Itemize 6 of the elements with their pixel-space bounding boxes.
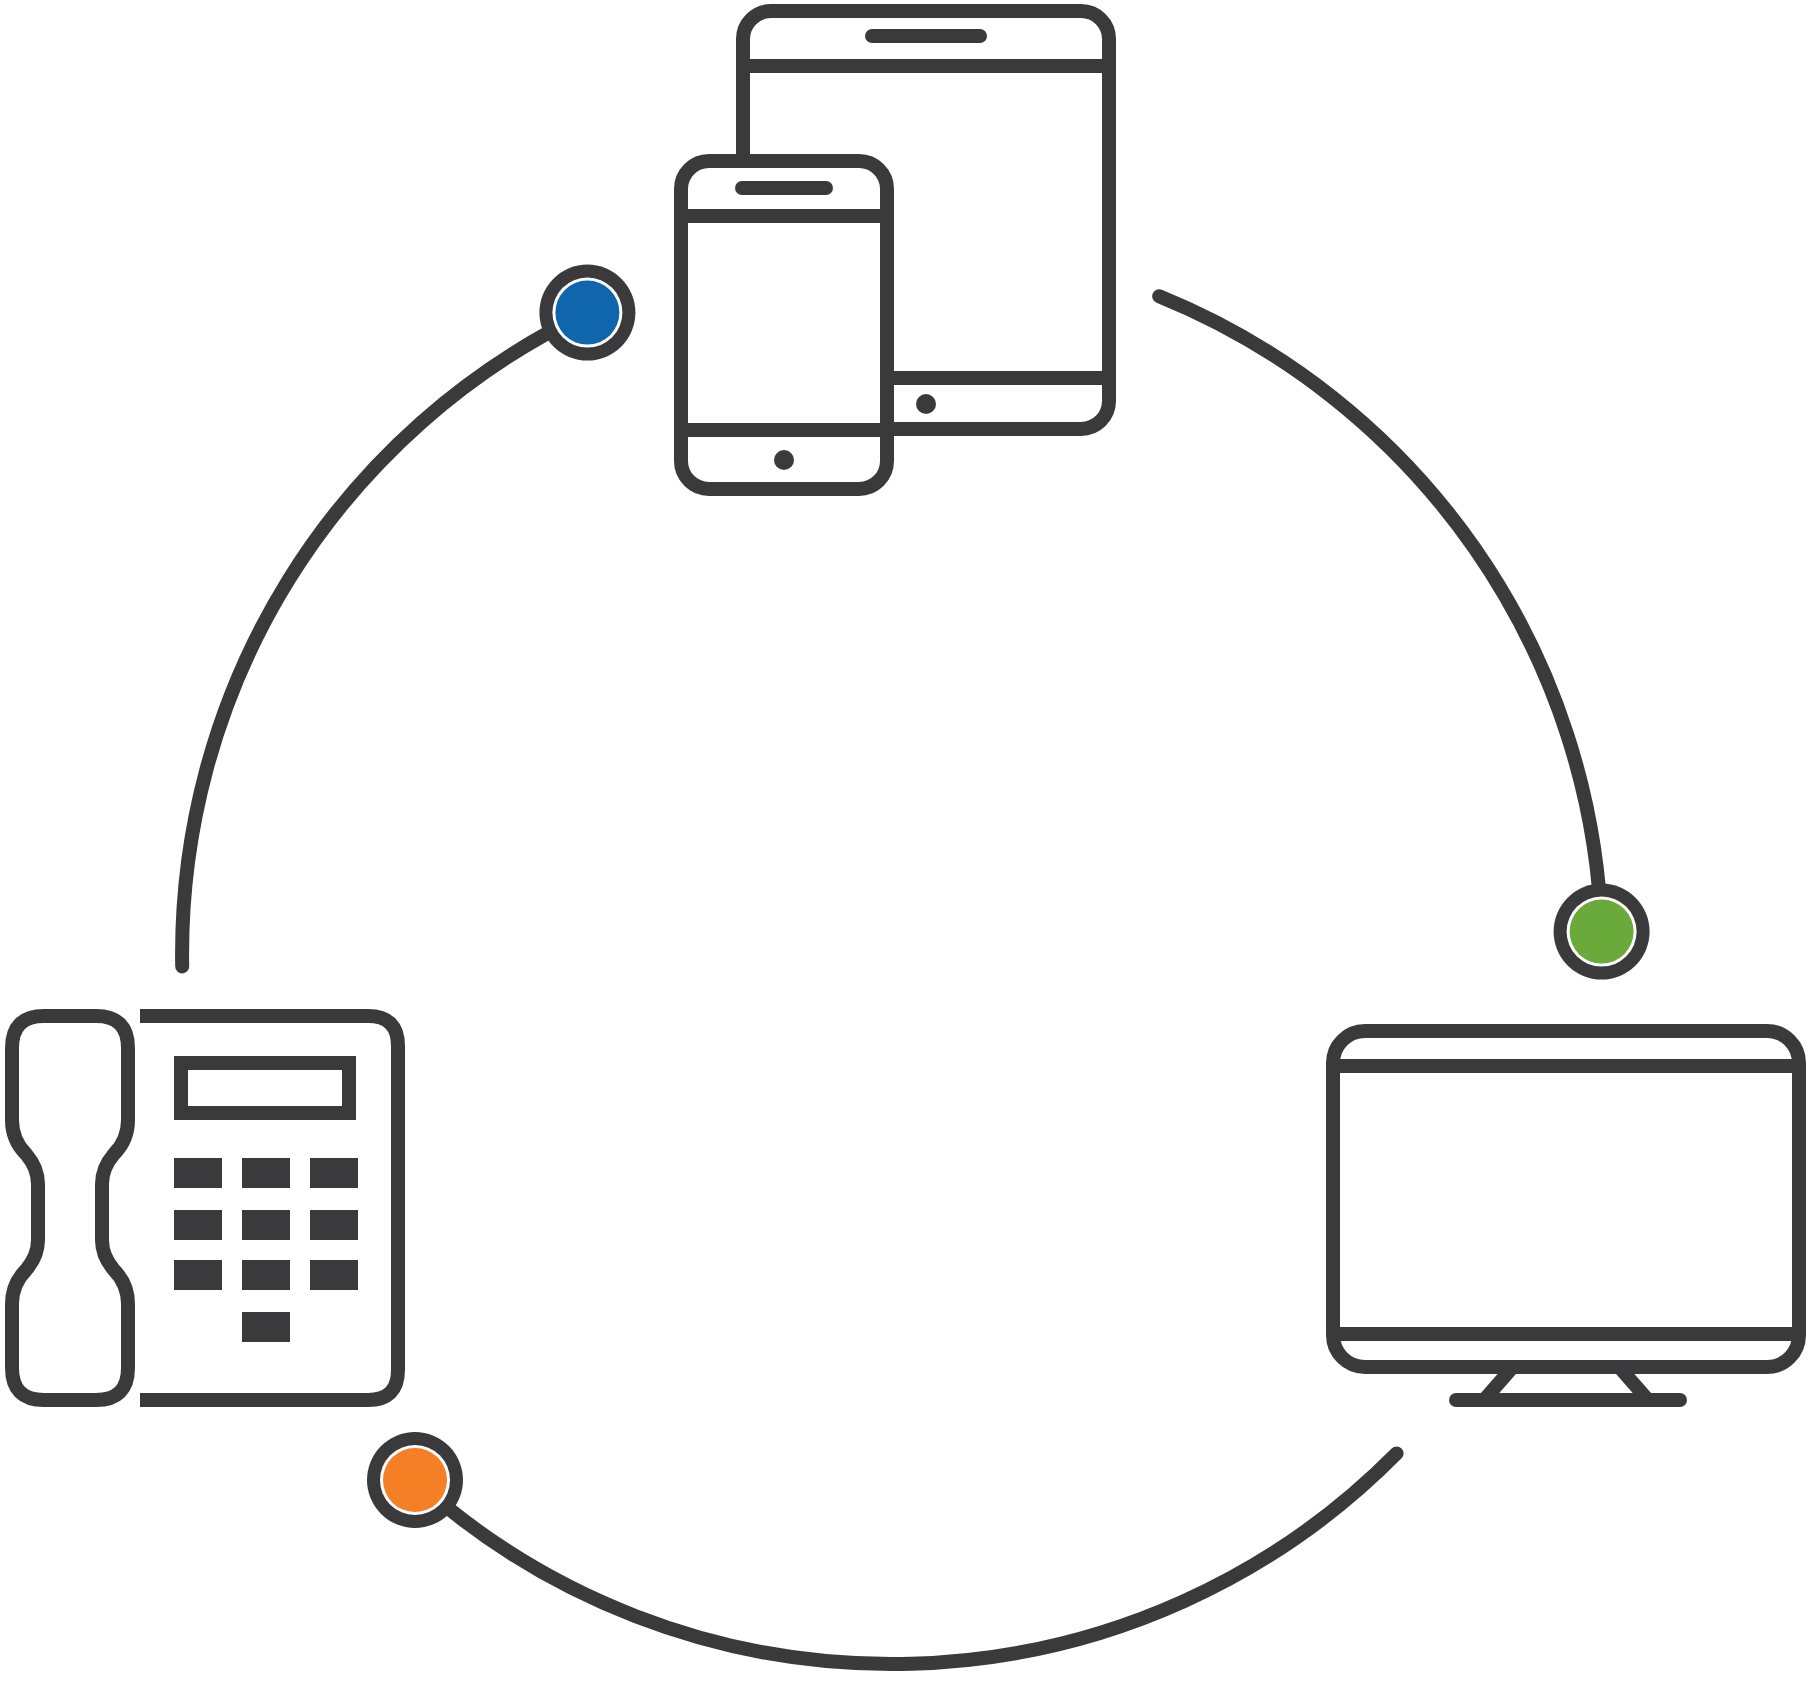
tablet-phone-icon [672,2,1118,498]
curved-connector [1152,289,1650,980]
curved-connector [367,1432,1404,1671]
desk-phone-icon [4,1008,406,1408]
curved-connector [175,264,636,974]
monitor-icon [1324,1022,1810,1410]
